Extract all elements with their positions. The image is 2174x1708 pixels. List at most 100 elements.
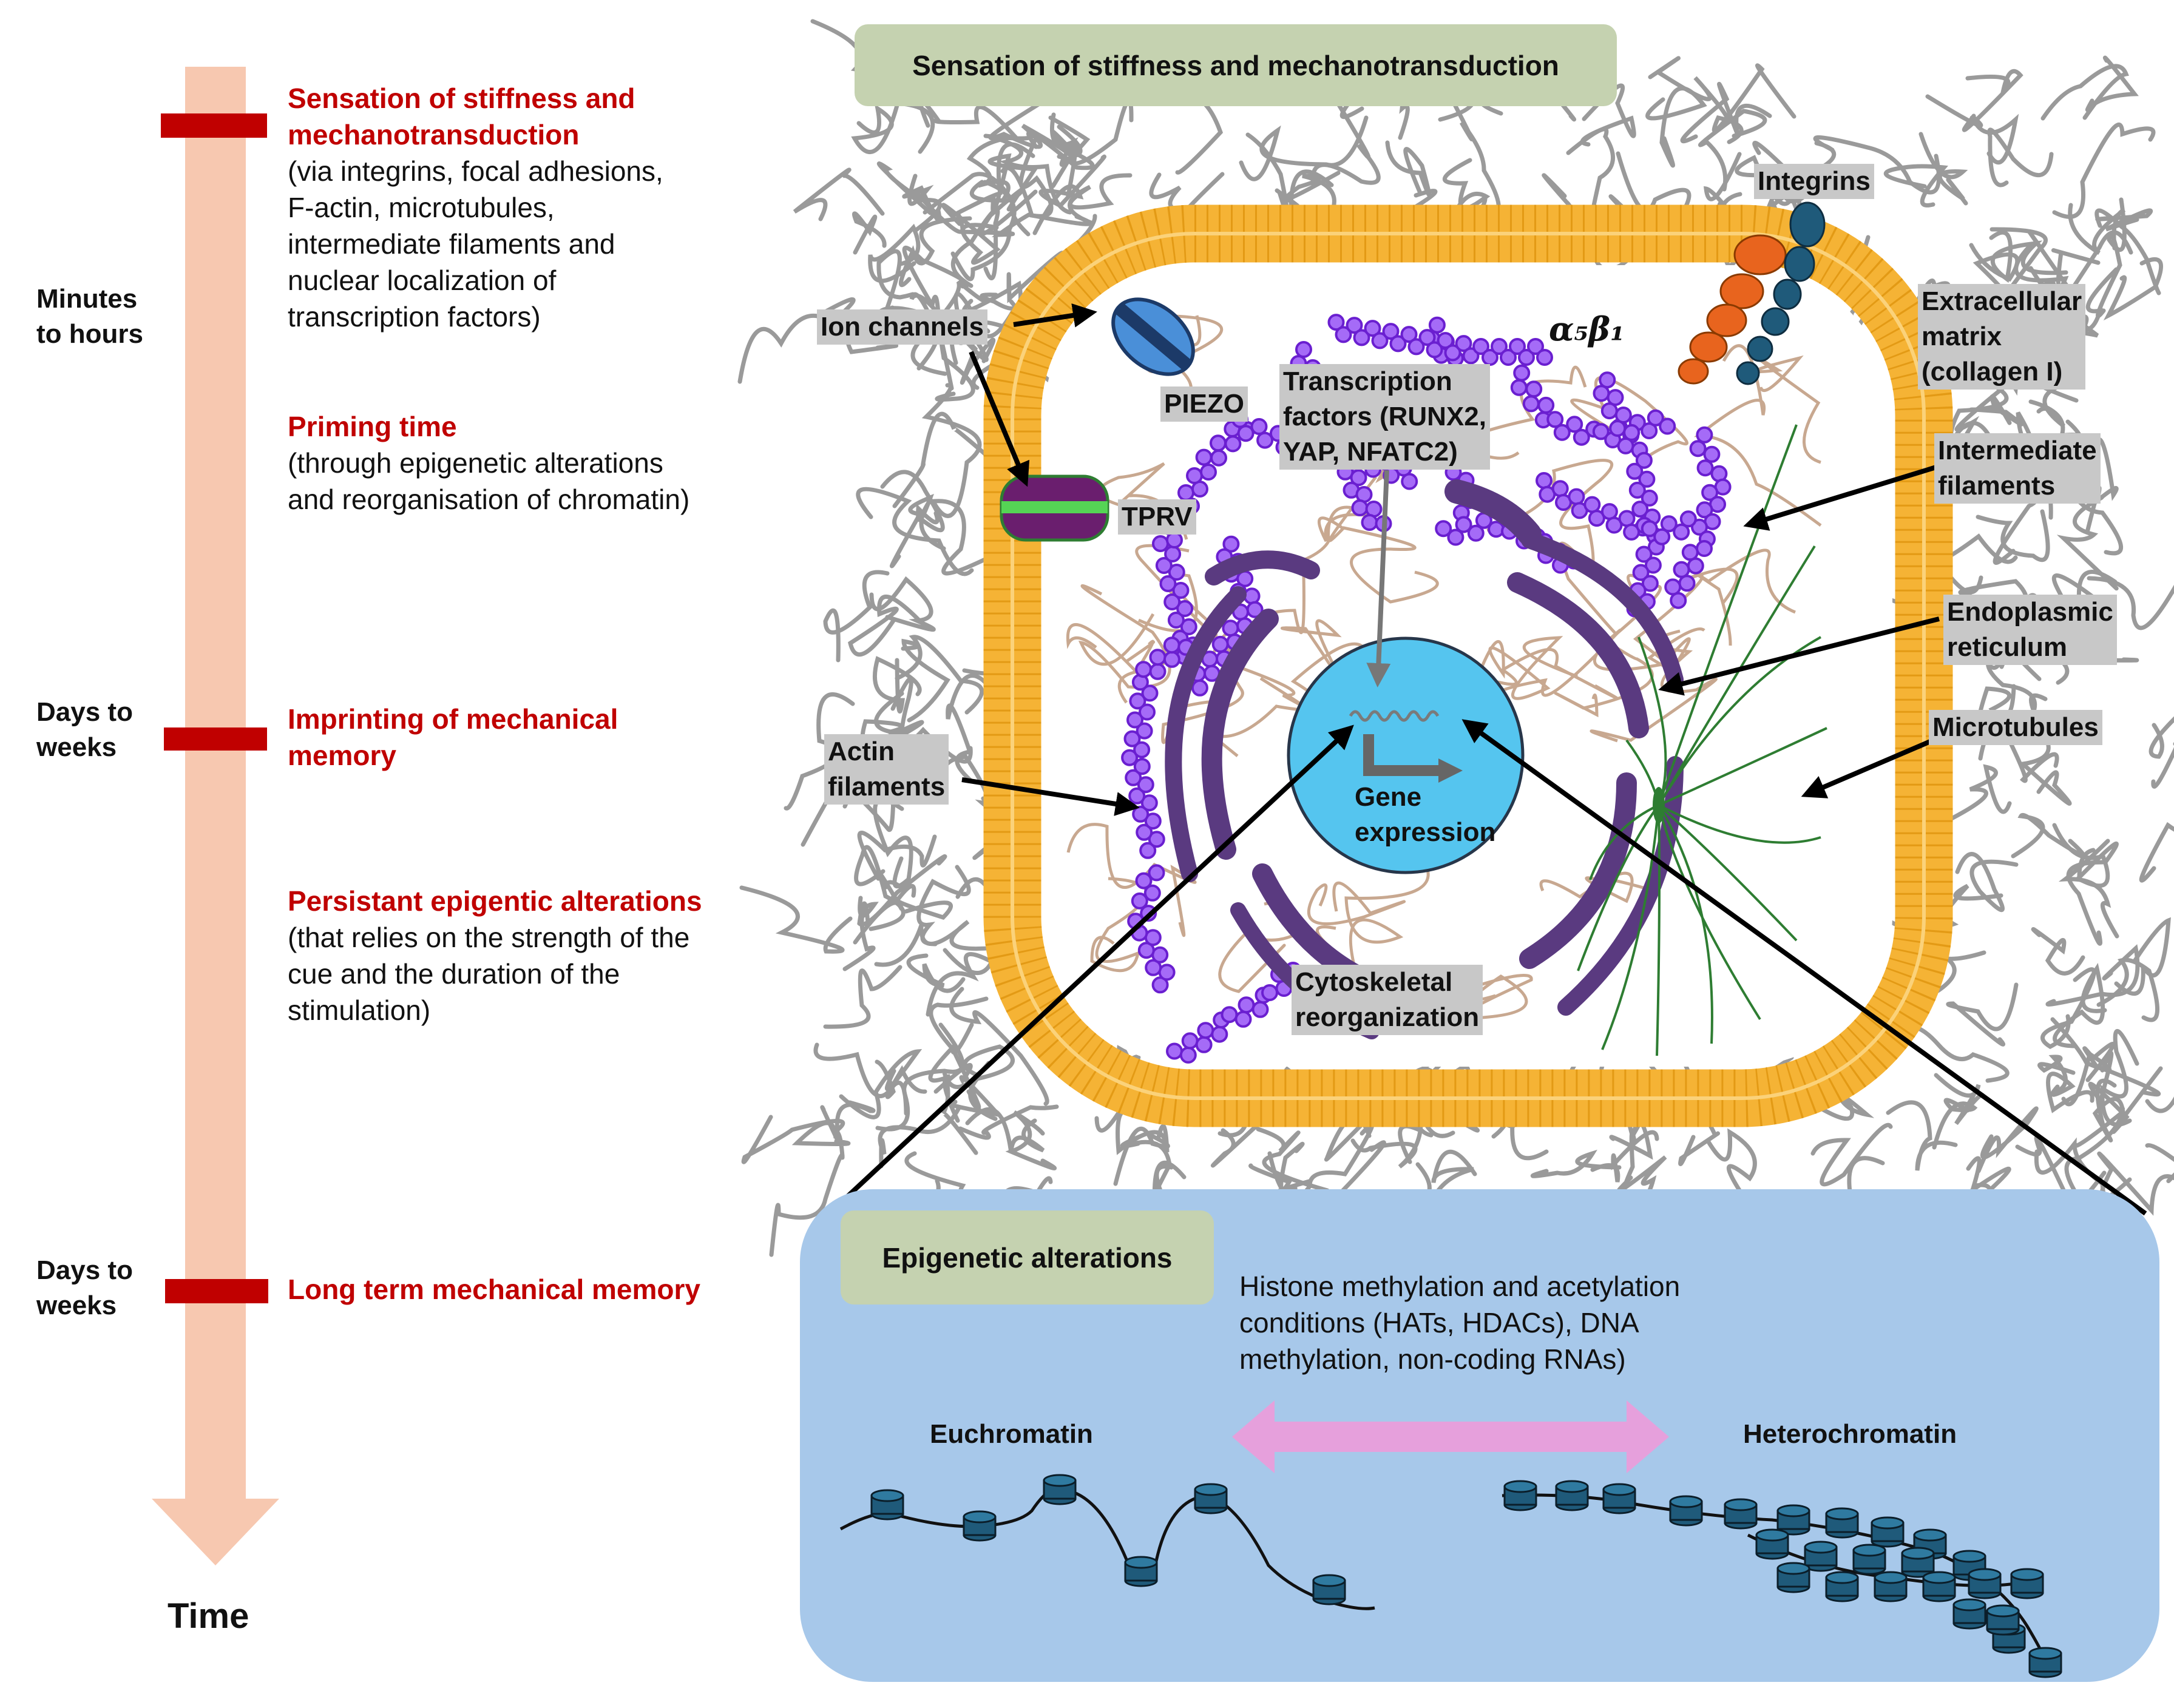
actin-bead	[1617, 437, 1634, 454]
actin-bead	[1371, 332, 1389, 349]
cell-title: Sensation of stiffness and mechanotransd…	[855, 24, 1617, 106]
actin-bead	[1641, 575, 1659, 592]
microtubule	[1658, 805, 1761, 1021]
actin-bead	[1123, 730, 1141, 748]
collagen-fiber	[842, 896, 879, 971]
collagen-fiber	[852, 211, 887, 255]
collagen-fiber	[2066, 841, 2119, 946]
collagen-fiber	[2053, 963, 2107, 1048]
actin-bead	[1500, 349, 1517, 366]
collagen-fiber	[813, 1042, 909, 1116]
collagen-fiber	[1116, 1109, 1170, 1155]
actin-bead	[1176, 600, 1194, 617]
actin-bead	[1135, 661, 1153, 678]
actin-bead	[1180, 618, 1197, 635]
stage-heading: Persistant epigentic alterations	[288, 885, 702, 917]
pointer-arrows	[961, 303, 1940, 816]
actin-bead	[1593, 385, 1610, 402]
actin-bead	[1635, 545, 1653, 563]
collagen-fiber	[856, 487, 974, 576]
centrosome-icon	[1653, 787, 1665, 823]
collagen-fiber	[1385, 140, 1432, 197]
intermediate-filament	[1755, 355, 1821, 464]
collagen-fiber	[908, 493, 940, 525]
actin-bead	[1389, 335, 1407, 353]
actin-bead	[1222, 619, 1239, 637]
collagen-fiber	[1068, 173, 1133, 226]
collagen-fiber	[958, 1104, 1059, 1140]
collagen-fiber	[2145, 1143, 2174, 1183]
stage-heading: Long term mechanical memory	[288, 1274, 700, 1305]
collagen-fiber	[2011, 812, 2085, 859]
microtubule	[1658, 636, 1821, 806]
collagen-fiber	[923, 172, 1016, 215]
collagen-fiber	[2018, 720, 2072, 806]
collagen-fiber	[949, 987, 1049, 1106]
actin-bead	[1224, 435, 1242, 453]
nucleus	[1287, 636, 1525, 874]
time-axis-label: Time	[168, 1596, 249, 1636]
actin-bead	[1609, 420, 1627, 437]
collagen-fiber	[1886, 1100, 1958, 1171]
label-cytoskeletal: Cytoskeletal reorganization	[1292, 965, 1483, 1035]
collagen-fiber	[941, 203, 1001, 265]
collagen-fiber	[2095, 208, 2153, 232]
piezo-channel-icon	[1111, 297, 1195, 376]
collagen-fiber	[1645, 86, 1707, 168]
intermediate-filament	[1328, 476, 1439, 604]
collagen-fiber	[1928, 764, 2012, 832]
actin-bead	[1631, 501, 1649, 518]
collagen-fiber	[2031, 927, 2085, 976]
actin-bead	[1628, 481, 1646, 499]
actin-bead	[1426, 341, 1443, 359]
collagen-fiber	[892, 411, 994, 508]
collagen-fiber	[919, 499, 992, 576]
actin-bead	[1678, 575, 1696, 592]
collagen-fiber	[926, 948, 995, 1017]
actin-bead	[1691, 518, 1708, 536]
actin-bead	[1195, 1036, 1213, 1053]
actin-bead	[1151, 946, 1169, 964]
integrin-alpha-icon	[1678, 234, 1787, 385]
actin-bead	[1623, 523, 1641, 541]
actin-bead	[1618, 510, 1636, 527]
collagen-fiber	[1310, 96, 1381, 188]
collagen-fiber	[823, 965, 902, 1029]
actin-bead	[1159, 575, 1177, 592]
actin-bead	[1635, 451, 1653, 469]
actin-bead	[1141, 684, 1159, 702]
actin-bead	[1137, 776, 1154, 794]
actin-bead	[1166, 1042, 1183, 1060]
actin-bead	[1135, 872, 1153, 889]
epigenetic-title: Epigenetic alterations	[841, 1210, 1214, 1305]
collagen-fiber	[1680, 82, 1772, 144]
collagen-fiber	[857, 831, 937, 881]
collagen-fiber	[1735, 141, 1796, 206]
actin-bead	[1191, 679, 1208, 697]
actin-bead	[1163, 593, 1181, 610]
actin-bead	[1364, 320, 1381, 337]
actin-bead	[1568, 488, 1585, 505]
label-gene-expression: Gene expression	[1355, 782, 1496, 847]
collagen-fiber	[878, 1105, 961, 1169]
stage-heading: Imprinting of mechanical memory	[288, 703, 618, 771]
collagen-fiber	[839, 1048, 923, 1119]
actin-bead	[1641, 422, 1658, 439]
microtubule	[1589, 804, 1659, 880]
collagen-fiber	[1883, 164, 1948, 208]
actin-bead	[1673, 523, 1690, 541]
collagen-fiber	[823, 570, 890, 663]
actin-bead	[1251, 1001, 1269, 1018]
actin-bead	[1641, 489, 1658, 507]
actin-bead	[1428, 316, 1446, 334]
actin-bead	[1701, 484, 1719, 501]
label-ecm: Extracellular matrix (collagen I)	[1918, 284, 2086, 390]
actin-bead	[1121, 749, 1139, 766]
actin-bead	[1158, 964, 1176, 981]
zoom-lines	[818, 719, 2147, 1224]
actin-bead	[1653, 528, 1671, 545]
actin-bead	[1673, 561, 1690, 578]
actin-bead	[1641, 520, 1658, 538]
microtubules	[1577, 424, 1827, 1056]
actin-bead	[1129, 692, 1146, 710]
